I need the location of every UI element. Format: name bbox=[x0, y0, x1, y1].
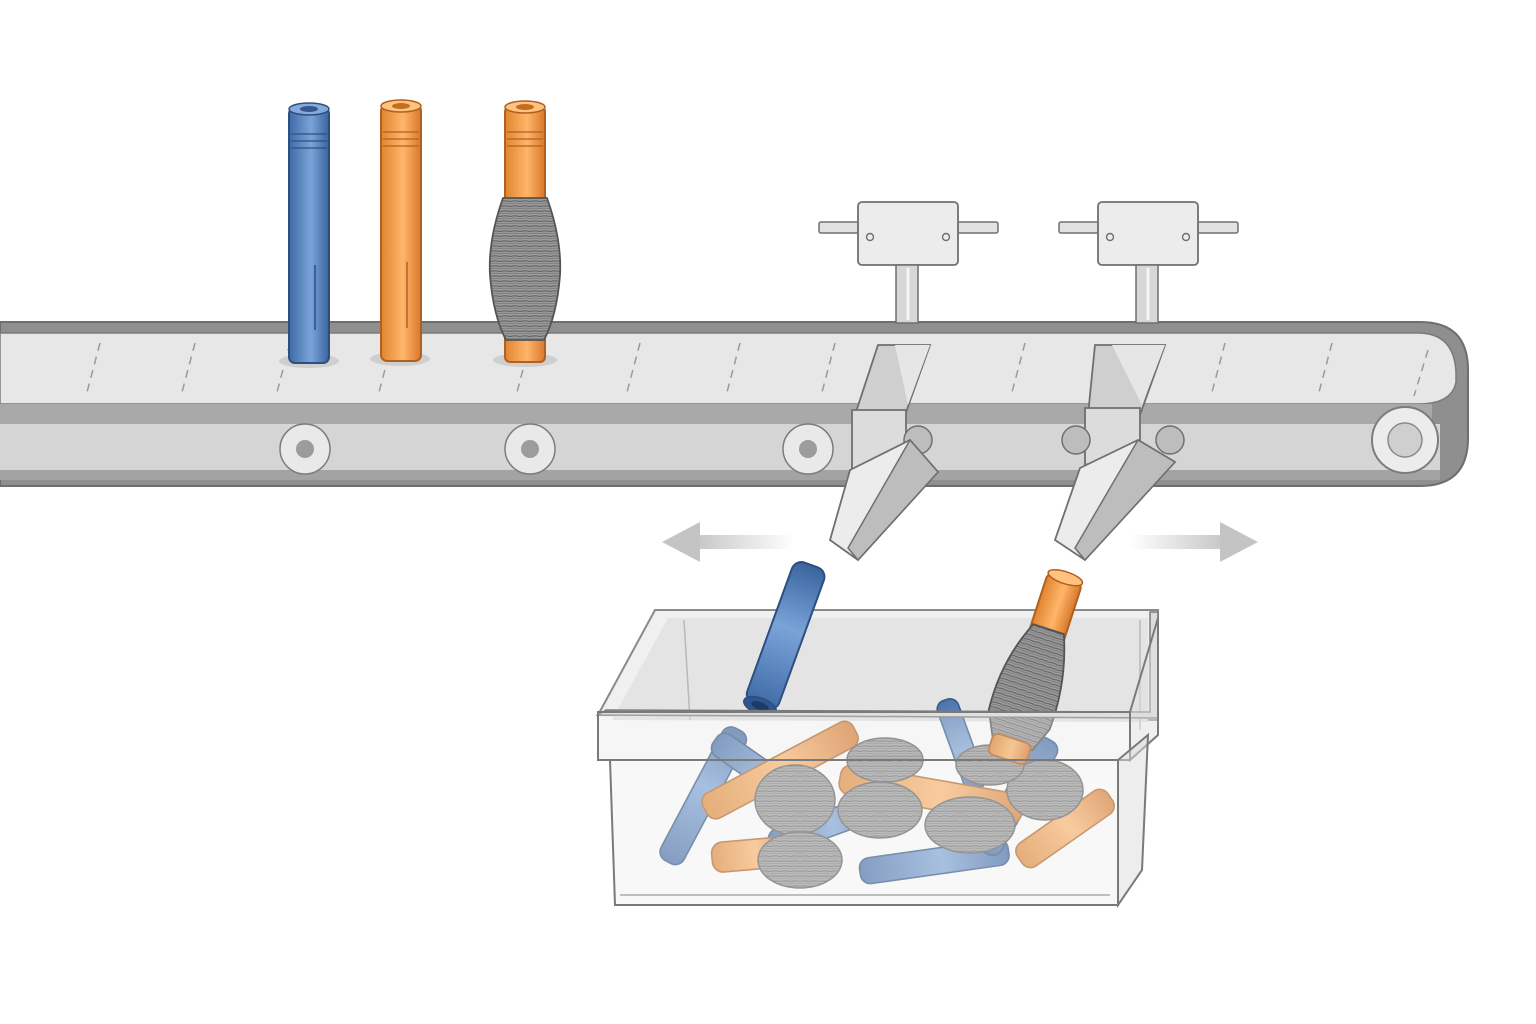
bin-contents bbox=[659, 697, 1116, 889]
blue-tube bbox=[279, 102, 339, 368]
conveyor-belt bbox=[0, 321, 1469, 487]
deflector-arm-right bbox=[1053, 344, 1185, 562]
collection-bin-front bbox=[595, 611, 1159, 909]
belt-rollers bbox=[279, 406, 1439, 475]
roller bbox=[279, 423, 331, 475]
roller bbox=[1371, 406, 1439, 474]
sorter-mount-right bbox=[1058, 201, 1239, 324]
roller bbox=[782, 423, 834, 475]
arrow-right-icon bbox=[1130, 522, 1258, 562]
full-yarn-spool bbox=[488, 100, 562, 367]
arrow-left-icon bbox=[662, 522, 794, 562]
belt-items bbox=[279, 99, 562, 368]
belt-seams bbox=[85, 342, 1429, 397]
falling-full-spool bbox=[987, 569, 1084, 766]
deflector-arm-left bbox=[828, 344, 940, 562]
roller bbox=[504, 423, 556, 475]
binned-yarn-spool bbox=[754, 737, 1084, 889]
orange-tube bbox=[370, 99, 430, 366]
sorter-mount-left bbox=[818, 201, 999, 324]
